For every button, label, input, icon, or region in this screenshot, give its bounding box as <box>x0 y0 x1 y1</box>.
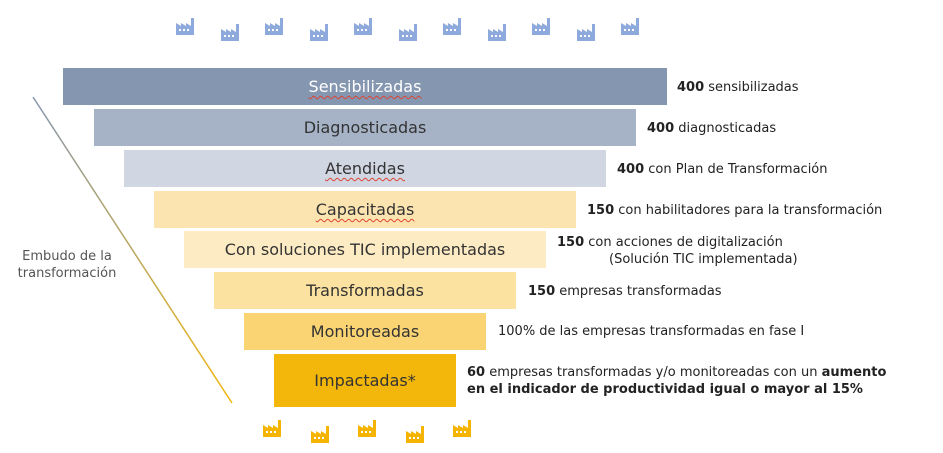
factory-icon <box>264 16 284 36</box>
factory-icon <box>398 22 418 42</box>
factory-icon <box>531 16 551 36</box>
factory-icon <box>262 418 282 438</box>
stage-capacitadas: Capacitadas <box>154 191 576 228</box>
factory-icon <box>175 16 195 36</box>
factory-icon <box>405 424 425 444</box>
factory-icon <box>452 418 472 438</box>
stage-transformadas: Transformadas <box>214 272 516 309</box>
stage-impactadas: Impactadas* <box>274 354 456 407</box>
factory-icon <box>620 16 640 36</box>
factory-icon <box>357 418 377 438</box>
factory-icon <box>353 16 373 36</box>
factory-icon <box>576 22 596 42</box>
stage-sensibilizadas: Sensibilizadas <box>63 68 667 105</box>
stage-monitoreadas: Monitoreadas <box>244 313 486 350</box>
factory-icon <box>220 22 240 42</box>
factory-icon <box>442 16 462 36</box>
stage-description: 400 sensibilizadas <box>677 80 799 95</box>
stage-description: 150 con habilitadores para la transforma… <box>587 203 883 218</box>
stage-label: Atendidas <box>325 159 405 178</box>
funnel-side-label: Embudo de la transformación <box>17 249 117 281</box>
stage-label: Capacitadas <box>315 200 415 219</box>
stage-soluciones-tic: Con soluciones TIC implementadas <box>184 231 546 268</box>
stage-description: 150 empresas transformadas <box>528 284 722 299</box>
stage-label: Con soluciones TIC implementadas <box>224 240 506 259</box>
stage-label: Diagnosticadas <box>303 118 427 137</box>
stage-description: 400 diagnosticadas <box>647 121 777 136</box>
stage-label: Sensibilizadas <box>308 77 422 96</box>
stage-description: 60 empresas transformadas y/o monitoread… <box>467 365 887 397</box>
stage-atendidas: Atendidas <box>124 150 606 187</box>
stage-description: 150 con acciones de digitalización (Solu… <box>557 235 798 267</box>
stage-label: Monitoreadas <box>310 322 420 341</box>
stage-description: 400 con Plan de Transformación <box>617 162 828 177</box>
stage-diagnosticadas: Diagnosticadas <box>94 109 636 146</box>
stage-label: Impactadas* <box>314 371 416 390</box>
factory-icon <box>309 22 329 42</box>
stage-label: Transformadas <box>306 281 424 300</box>
factory-icon <box>487 22 507 42</box>
factory-icon <box>310 424 330 444</box>
stage-description: 100% de las empresas transformadas en fa… <box>498 324 805 339</box>
